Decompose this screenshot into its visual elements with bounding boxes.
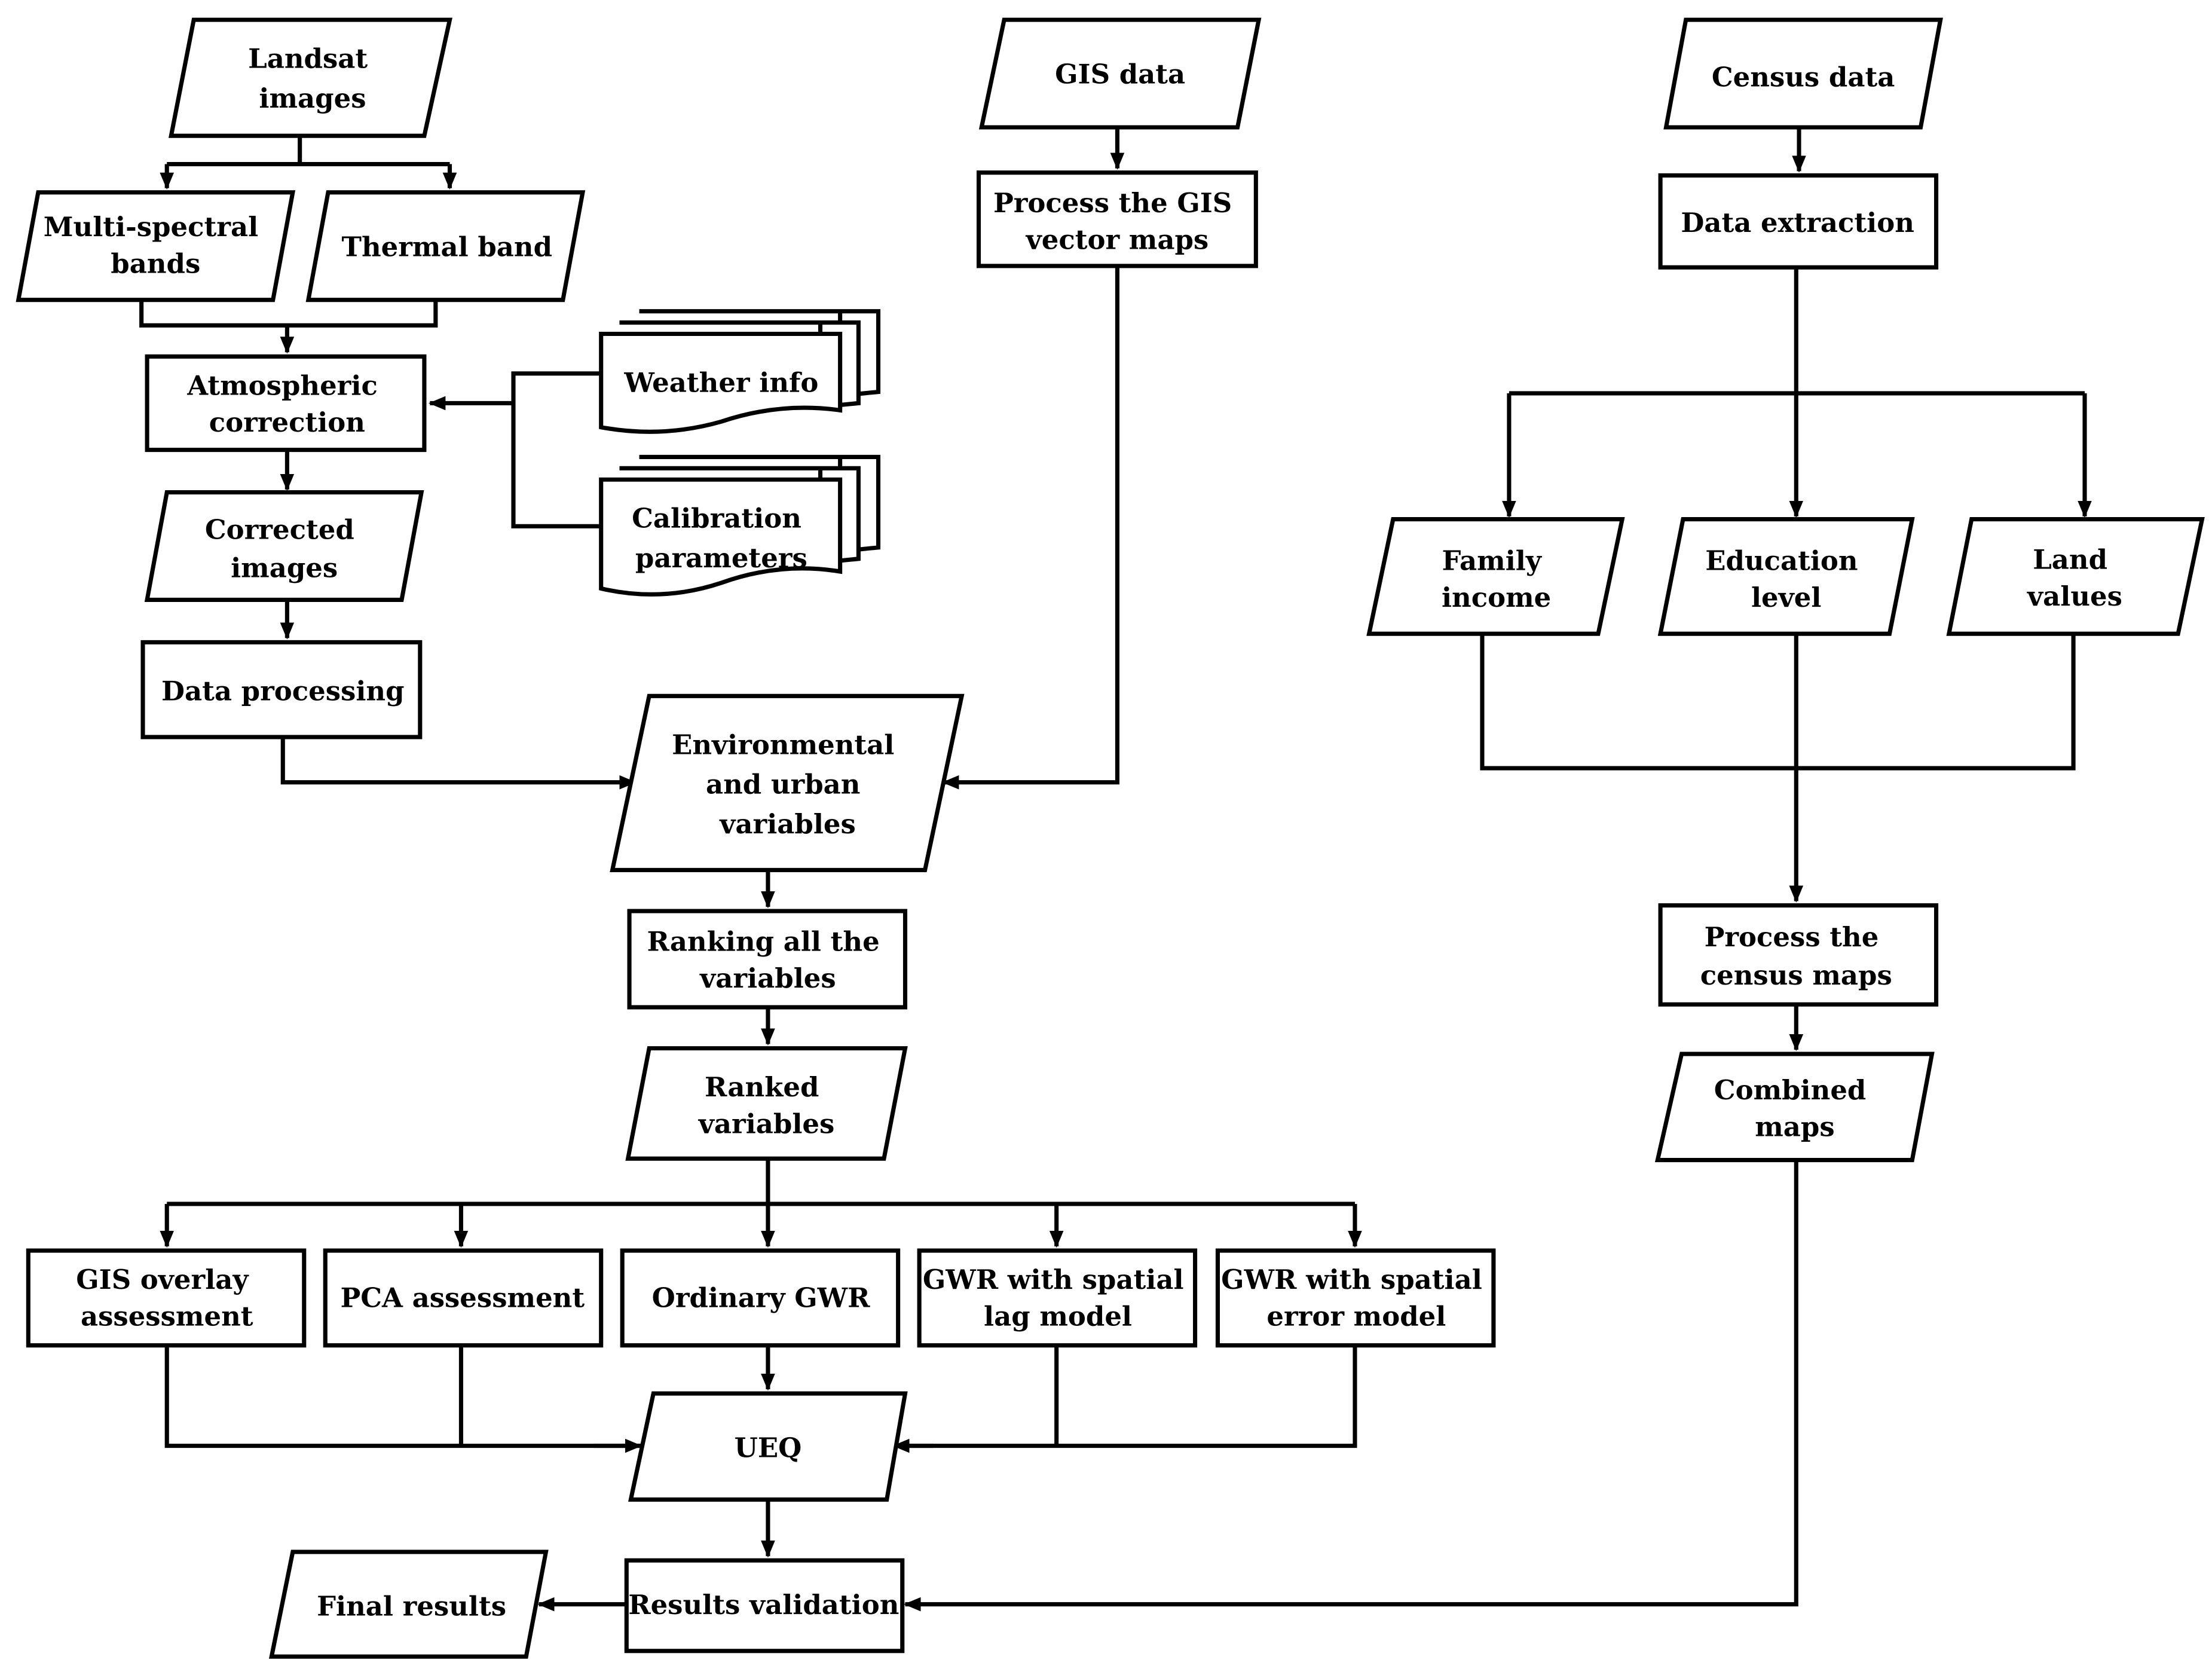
gwr-error-label: GWR with spatial error model — [1221, 1264, 1491, 1332]
results-validation-shape — [624, 1558, 905, 1653]
ranked-variables-shape — [625, 1046, 908, 1161]
pca-assessment-shape — [323, 1248, 604, 1348]
edge-bands-merge — [139, 299, 438, 328]
edge-left-methods-merge — [164, 1345, 641, 1448]
atmospheric-correction-shape — [145, 354, 427, 453]
final-results-label: Final results — [317, 1591, 506, 1622]
ranking-variables-shape — [627, 909, 908, 1010]
land-values-shape — [1946, 516, 2205, 636]
ranking-variables-label: Ranking all the variables — [647, 925, 889, 994]
education-level-label: Education level — [1705, 545, 1867, 614]
data-extraction-shape — [1658, 173, 1939, 270]
shapes — [16, 17, 2205, 1659]
process-gis-vector-label: Process the GIS vector maps — [993, 187, 1241, 256]
weather-info-stack — [599, 309, 881, 434]
census-data-label: Census data — [1712, 61, 1895, 93]
gwr-error-shape — [1215, 1248, 1496, 1348]
results-validation-label: Results validation — [628, 1589, 899, 1621]
gis-overlay-shape — [26, 1248, 307, 1348]
landsat-images-label: Landsat images — [248, 43, 377, 114]
edge-right-methods-merge — [897, 1345, 1357, 1448]
final-results-shape — [269, 1549, 549, 1659]
gis-data-shape — [978, 17, 1262, 130]
data-extraction-label: Data extraction — [1681, 207, 1914, 239]
connectors — [139, 127, 2092, 1612]
edge-extraction-split — [1509, 267, 2085, 396]
data-processing-shape — [140, 640, 423, 739]
census-data-shape — [1663, 17, 1943, 130]
env-urban-variables-shape — [610, 693, 965, 872]
edge-combined-validation — [904, 1160, 1798, 1612]
data-processing-label: Data processing — [161, 675, 405, 707]
gis-data-label: GIS data — [1055, 59, 1185, 90]
edge-processgis-env — [942, 265, 1119, 790]
pca-assessment-label: PCA assessment — [340, 1282, 585, 1314]
ueq-shape — [628, 1391, 908, 1502]
edge-weather-calibration-bracket — [511, 371, 601, 528]
ordinary-gwr-label: Ordinary GWR — [652, 1282, 870, 1314]
landsat-images-shape — [169, 17, 452, 138]
process-gis-vector-shape — [976, 170, 1258, 268]
process-census-label: Process the census maps — [1700, 921, 1892, 991]
multispectral-bands-shape — [16, 190, 296, 302]
thermal-band-shape — [305, 190, 586, 302]
combined-maps-label: Combined maps — [1714, 1074, 1876, 1143]
corrected-images-shape — [144, 490, 424, 602]
edge-census-vars-merge — [1480, 634, 2076, 771]
family-income-label: Family income — [1442, 545, 1551, 614]
labels: Landsat images Multi-spectral bands Ther… — [44, 43, 2122, 1622]
calibration-parameters-label: Calibration parameters — [632, 503, 810, 574]
ordinary-gwr-shape — [620, 1248, 901, 1348]
thermal-band-label: Thermal band — [342, 231, 553, 262]
env-urban-variables-label: Environmental and urban variables — [672, 729, 904, 840]
ranked-variables-label: Ranked variables — [698, 1071, 835, 1140]
atmospheric-correction-label: Atmospheric correction — [186, 369, 387, 438]
weather-info-label: Weather info — [623, 367, 818, 399]
gwr-lag-shape — [917, 1248, 1198, 1348]
edge-ranked-split — [167, 1159, 1355, 1206]
family-income-shape — [1366, 516, 1625, 636]
gwr-lag-label: GWR with spatial lag model — [923, 1264, 1193, 1332]
calibration-parameters-stack — [599, 454, 881, 597]
edge-dataprocessing-env — [280, 736, 637, 790]
gis-overlay-label: GIS overlay assessment — [76, 1264, 258, 1332]
ueq-label: UEQ — [735, 1432, 802, 1464]
corrected-images-label: Corrected images — [205, 514, 364, 584]
combined-maps-shape — [1654, 1052, 1935, 1163]
land-values-label: Land values — [2027, 543, 2122, 612]
edge-landsat-split — [167, 136, 450, 167]
process-census-shape — [1658, 903, 1939, 1007]
multispectral-bands-label: Multi-spectral bands — [44, 211, 268, 280]
education-level-shape — [1657, 516, 1915, 636]
